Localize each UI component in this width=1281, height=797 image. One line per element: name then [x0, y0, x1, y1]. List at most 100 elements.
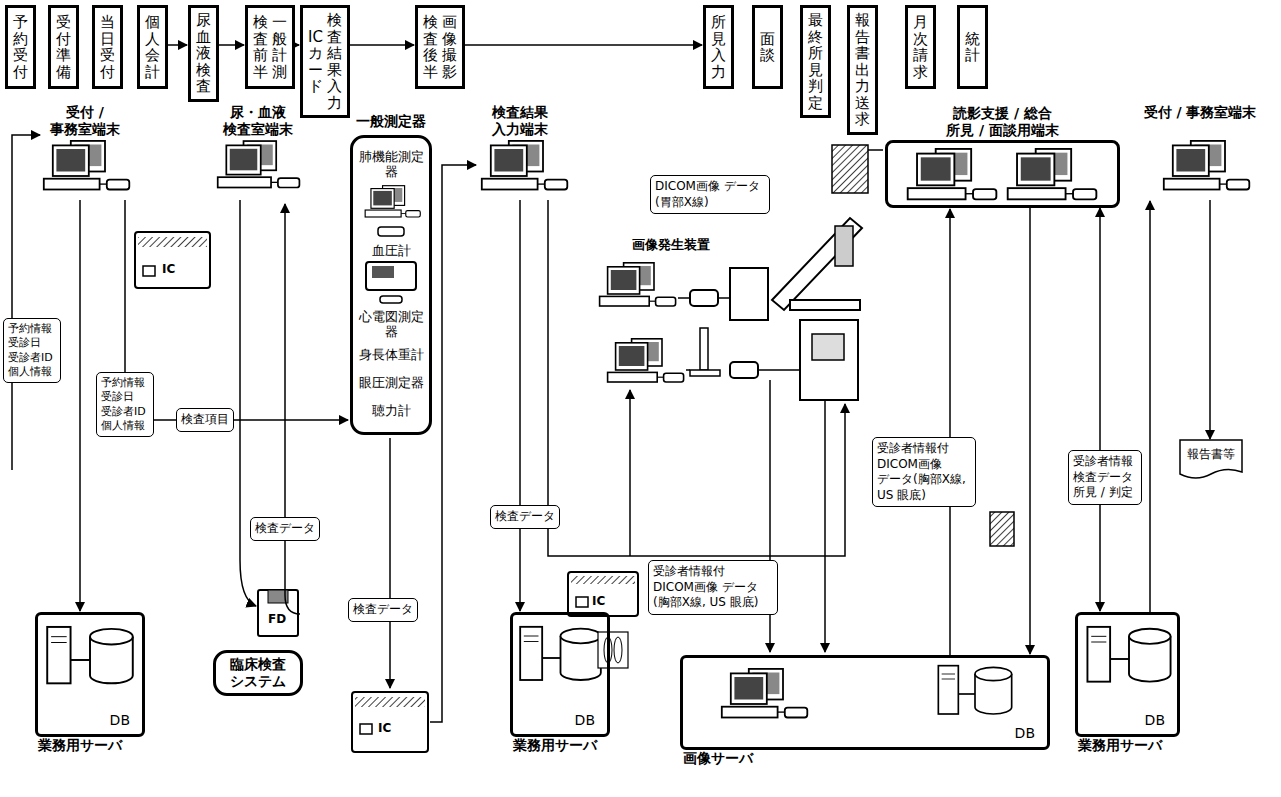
node-subtext: 業務用サーバ [513, 737, 597, 755]
node-text: 当日受付 [100, 14, 115, 80]
data-callout: 検査データ [348, 598, 418, 622]
node-subtext: ICカード [308, 29, 323, 95]
node-text: 検査データ [255, 521, 315, 535]
process-step-box: 最終所見判定 [800, 5, 831, 118]
connector [295, 44, 299, 46]
server: DB業務用サーバ [1075, 612, 1180, 737]
node-text: 受診者情報付 DICOM画像 データ(胸部X線, US 眼底) [877, 441, 966, 502]
node-text: DB [1015, 725, 1035, 741]
report-document [1180, 440, 1242, 478]
node-text: 受付 / 事務室端末 [1140, 100, 1260, 121]
label-text: FD [268, 612, 286, 626]
node-text: 月次請求 [913, 14, 928, 80]
connector [519, 200, 521, 611]
node-text: 画像撮影 [442, 14, 457, 80]
process-step-box: 統計 [957, 5, 988, 89]
process-step-box: 受付準備 [48, 5, 79, 89]
data-callout: 受診者情報付 DICOM画像 データ(胸部X線, US 眼底) [648, 560, 778, 615]
node-subtext: 業務用サーバ [38, 737, 122, 755]
node-text: 検査結果 入力端末 [465, 100, 575, 138]
data-callout: 検査項目 [176, 408, 234, 432]
connector [949, 209, 951, 655]
process-step-box: 報告書出力送求 [847, 5, 878, 135]
connector [168, 44, 187, 46]
connector [1099, 208, 1101, 611]
node-text: 読影支援 / 総合 所見 / 面談用端末 [938, 105, 1068, 139]
films [598, 145, 1014, 668]
data-callout: 予約情報 受診日 受診者ID 個人情報 [3, 318, 61, 383]
reading-terminal: 読影支援 / 総合 所見 / 面談用端末 [885, 140, 1120, 208]
process-step-box: 予約受付 [5, 5, 36, 89]
image-devices [600, 218, 862, 400]
node-subtext: 業務用サーバ [1078, 737, 1162, 755]
node-text: 報告書出力送求 [855, 12, 870, 128]
server: DB業務用サーバ [510, 612, 610, 737]
process-step-box: 当日受付 [92, 5, 123, 89]
node-subtext: 聴力計 [355, 404, 427, 419]
floppy-disk [258, 590, 298, 636]
label-text: IC [592, 594, 605, 608]
node-text: 所見入力 [711, 14, 726, 80]
process-step-box: 所見入力 [703, 5, 734, 89]
node-text: 予約受付 [13, 14, 28, 80]
node-text: 予約情報 受診日 受診者ID 個人情報 [8, 322, 53, 378]
connector [79, 200, 81, 611]
data-callout: 受診者情報付 DICOM画像 データ(胸部X線, US 眼底) [872, 437, 976, 507]
connector [465, 44, 702, 46]
data-callout: 受診者情報 検査データ 所見 / 判定 [1068, 450, 1142, 505]
node-text: 検査データ [495, 509, 555, 523]
connector [1209, 200, 1211, 439]
node-subtext: 画像サーバ [683, 750, 753, 768]
node-text: DB [575, 712, 595, 728]
data-callout: 予約情報 受診日 受診者ID 個人情報 [96, 372, 154, 437]
process-step-box: 検査結果入力 ICカード [300, 5, 350, 118]
server: DB画像サーバ [680, 655, 1050, 750]
connector [350, 44, 414, 46]
node-subtext: 検査前半 [253, 14, 268, 80]
node-text: 報告書等 [1187, 447, 1235, 461]
node-text: 受診者情報 検査データ 所見 / 判定 [1073, 454, 1133, 499]
node-text: 一般計測 [272, 14, 287, 80]
node-text: 検査項目 [181, 412, 229, 426]
node-text: 検査結果入力 [327, 12, 342, 111]
data-callout: 検査データ [250, 517, 320, 541]
connector [1149, 201, 1151, 612]
process-step-box: 尿血液検査 [188, 5, 219, 102]
system-box: 臨床検査 システム [213, 650, 303, 696]
terminal: 検査結果 入力端末 [465, 100, 575, 200]
label-text: IC [162, 262, 175, 276]
connector [1029, 208, 1031, 654]
node-text: 統計 [965, 31, 980, 64]
node-text: 尿・血液 検査室端末 [210, 100, 305, 138]
node-text: 面談 [760, 31, 775, 64]
node-subtext: 血圧計 [355, 244, 427, 259]
process-step-box: 個人会計 [137, 5, 168, 89]
label-text: IC [378, 721, 391, 735]
process-step-box: 一般計測検査前半 [245, 5, 295, 89]
process-step-box: 月次請求 [905, 5, 936, 89]
node-text: 受診者情報付 DICOM画像 データ(胸部X線, US 眼底) [653, 564, 758, 609]
server: DB業務用サーバ [35, 612, 145, 737]
node-subtext: 眼圧測定器 [355, 376, 427, 391]
node-text: 予約情報 受診日 受診者ID 個人情報 [101, 376, 146, 432]
node-subtext: 身長体重計 [355, 348, 427, 363]
terminal: 尿・血液 検査室端末 [210, 100, 305, 200]
node-text: 尿血液検査 [196, 12, 211, 95]
node-text: 受付 / 事務室端末 [30, 100, 140, 138]
node-subtext: 肺機能測定器 [355, 150, 427, 180]
node-subtext: 心電図測定器 [355, 310, 427, 340]
data-callout: 検査データ [490, 505, 560, 529]
label-text: 画像発生装置 [632, 236, 710, 254]
node-subtext: 検査後半 [423, 14, 438, 80]
process-step-box: 画像撮影検査後半 [415, 5, 465, 89]
node-text: 臨床検査 システム [224, 656, 292, 690]
node-text: DB [110, 712, 130, 728]
node-text: DICOM画像 データ(胃部X線) [655, 179, 760, 209]
terminal-icons [44, 141, 1250, 199]
flow-lines [12, 135, 845, 722]
node-text: 最終所見判定 [808, 12, 823, 111]
measurement-devices: 一般測定器肺機能測定器血圧計心電図測定器身長体重計眼圧測定器聴力計 [350, 135, 432, 435]
